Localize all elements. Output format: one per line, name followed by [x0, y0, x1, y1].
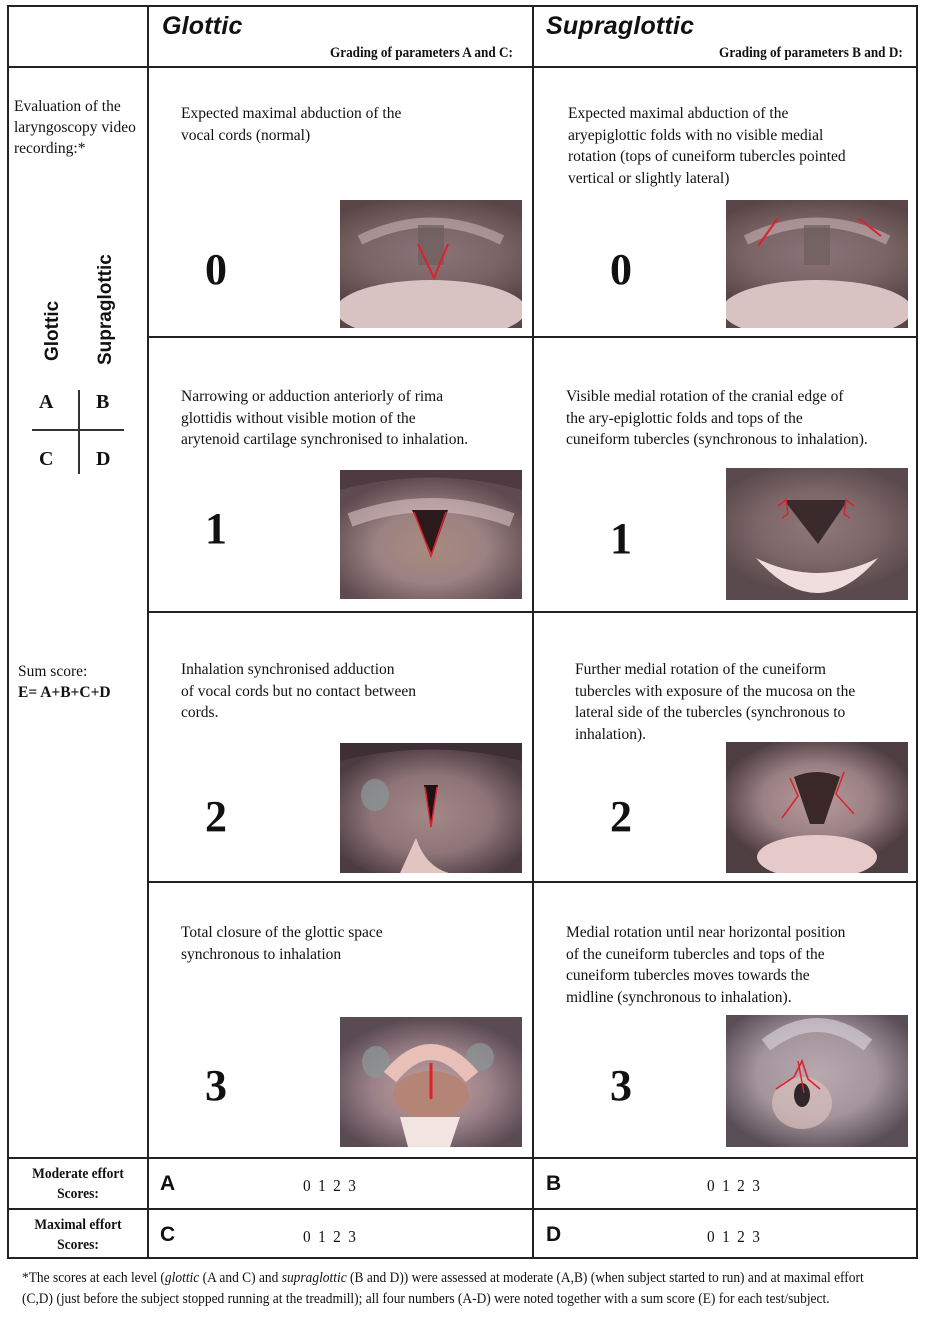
laryngoscopy-photo-illustration — [757, 771, 877, 873]
scores-divider — [7, 1157, 918, 1159]
supraglottic-grade-2-description: Further medial rotation of the cuneiform… — [575, 661, 856, 743]
glottic-grade-2-description: Inhalation synchronised adduction of voc… — [181, 661, 416, 721]
footnote-text-1: *The scores at each level ( — [22, 1270, 165, 1286]
laryngoscopy-grading-table — [7, 5, 918, 1259]
laryngoscopy-photo-illustration — [726, 217, 908, 328]
score-letter-d: D — [546, 1223, 562, 1246]
moderate-effort-scores-label: Moderate effort Scores: — [32, 1166, 124, 1202]
laryngoscopy-photo-illustration — [761, 1018, 873, 1129]
glottic-column-subtitle: Grading of parameters A and C: — [330, 45, 513, 61]
table-footnote: *The scores at each level (glottic (A an… — [22, 1268, 868, 1310]
grid-letter-a: A — [39, 391, 54, 413]
row-divider-2-3 — [147, 881, 918, 883]
score-options-c[interactable]: 0 1 2 3 — [303, 1227, 358, 1246]
supraglottic-grade-1-description: Visible medial rotation of the cranial e… — [566, 388, 868, 448]
maximal-effort-scores-label: Maximal effort Scores: — [34, 1217, 122, 1253]
glottic-grade-0-number: 0 — [205, 245, 227, 294]
glottic-grade-1-number: 1 — [205, 504, 227, 553]
laryngoscopy-photo-illustration — [340, 743, 522, 873]
glottic-grade-1-laryngoscopy-image — [340, 470, 522, 599]
glottic-grade-2-number: 2 — [205, 792, 227, 841]
score-letter-c: C — [160, 1223, 176, 1246]
grid-letter-b: B — [96, 391, 110, 413]
sum-score-formula: E= A+B+C+D — [18, 684, 111, 701]
glottic-rotated-label: Glottic — [42, 300, 63, 361]
supraglottic-column-subtitle: Grading of parameters B and D: — [719, 45, 903, 61]
score-options-b[interactable]: 0 1 2 3 — [707, 1176, 762, 1195]
laryngoscopy-photo-illustration — [362, 1043, 494, 1147]
score-row-divider — [7, 1208, 918, 1210]
row-divider-1-2 — [147, 611, 918, 613]
glottic-grade-2-laryngoscopy-image — [340, 743, 522, 873]
header-divider — [7, 66, 918, 68]
glottic-column-title: Glottic — [162, 12, 243, 40]
score-options-d[interactable]: 0 1 2 3 — [707, 1227, 762, 1246]
grid-letter-c: C — [39, 448, 54, 470]
glottic-grade-3-number: 3 — [205, 1061, 227, 1110]
supraglottic-grade-0-laryngoscopy-image — [726, 200, 908, 328]
laryngoscopy-photo-illustration — [340, 217, 522, 328]
score-letter-b: B — [546, 1172, 562, 1195]
supraglottic-grade-2-laryngoscopy-image — [726, 742, 908, 873]
glottic-grade-0-laryngoscopy-image — [340, 200, 522, 328]
grid-vertical-line — [78, 390, 80, 474]
supraglottic-grade-1-number: 1 — [610, 514, 632, 563]
laryngoscopy-photo-illustration — [756, 498, 878, 593]
supraglottic-grade-0-number: 0 — [610, 245, 632, 294]
column-divider-1 — [147, 5, 149, 1259]
score-letter-a: A — [160, 1172, 176, 1195]
footnote-glottic-italic: glottic — [164, 1270, 200, 1286]
glottic-grade-1-description: Narrowing or adduction anteriorly of rim… — [181, 388, 469, 448]
supraglottic-grade-3-number: 3 — [610, 1061, 632, 1110]
laryngoscopy-photo-illustration — [340, 470, 522, 559]
row-divider-0-1 — [147, 336, 918, 338]
supraglottic-rotated-label: Supraglottic — [95, 254, 116, 365]
supraglottic-grade-0-description: Expected maximal abduction of the aryepi… — [568, 105, 846, 187]
footnote-supraglottic-italic: supraglottic — [281, 1270, 347, 1286]
supraglottic-grade-2-number: 2 — [610, 792, 632, 841]
supraglottic-grade-3-description: Medial rotation until near horizontal po… — [566, 924, 846, 1006]
glottic-grade-0-description: Expected maximal abduction of the vocal … — [181, 105, 402, 144]
supraglottic-grade-3-laryngoscopy-image — [726, 1015, 908, 1147]
score-options-a[interactable]: 0 1 2 3 — [303, 1176, 358, 1195]
supraglottic-column-title: Supraglottic — [546, 12, 695, 40]
footnote-text-3: (B and D)) were assessed at moderate (A,… — [22, 1270, 864, 1307]
glottic-grade-3-description: Total closure of the glottic space synch… — [181, 924, 383, 963]
grid-letter-d: D — [96, 448, 111, 470]
supraglottic-grade-1-laryngoscopy-image — [726, 468, 908, 600]
footnote-text-2: (A and C) and — [199, 1270, 282, 1286]
evaluation-label: Evaluation of the laryngoscopy video rec… — [14, 98, 136, 157]
sum-score-label: Sum score: — [18, 663, 88, 680]
grid-horizontal-line — [32, 429, 124, 431]
column-divider-2 — [532, 5, 534, 1259]
glottic-grade-3-laryngoscopy-image — [340, 1017, 522, 1147]
